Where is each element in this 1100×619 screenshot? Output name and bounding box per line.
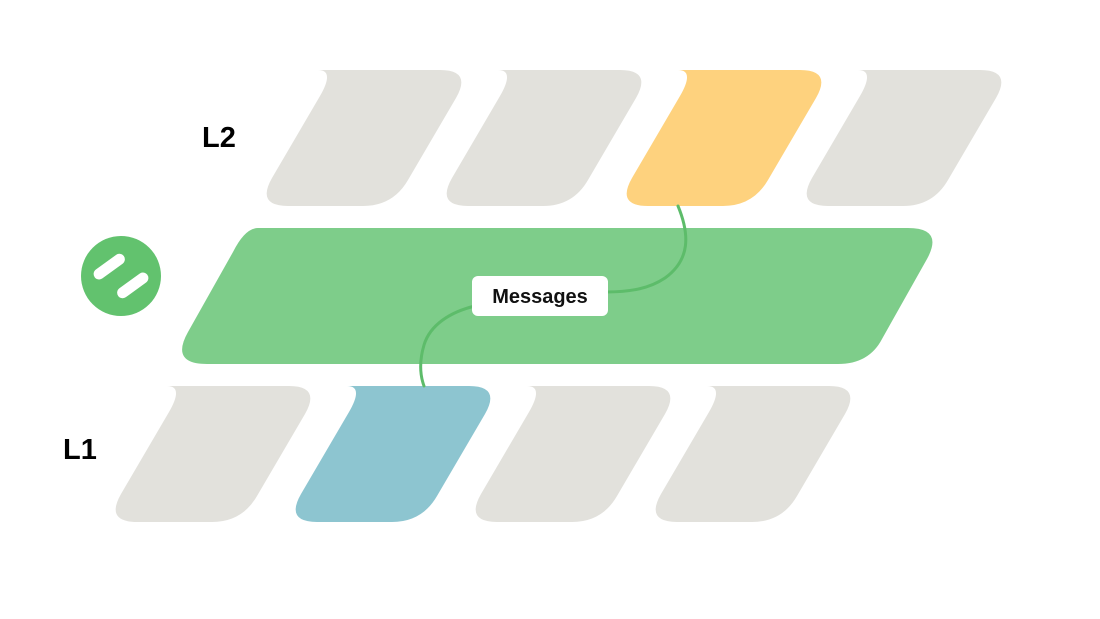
l2-tile-4 [806,70,1002,206]
l2-tile-3-highlighted [626,70,822,206]
connector-messages-to-l1 [419,304,477,388]
l1-tile-4 [655,386,851,522]
l1-row-label: L1 [63,434,97,466]
l2-tile-row [266,70,1002,206]
l2-tile-1 [266,70,462,206]
l1-tile-row [115,386,851,522]
l1-tile-1 [115,386,311,522]
messages-label-box: Messages [472,276,608,316]
connector-l2-to-messages [604,204,688,294]
l2-tile-2 [446,70,642,206]
l2-row-label: L2 [202,122,236,154]
l1-tile-2-highlighted [295,386,491,522]
messages-label: Messages [492,286,588,308]
l1-tile-3 [475,386,671,522]
percent-logo-icon [81,236,161,316]
